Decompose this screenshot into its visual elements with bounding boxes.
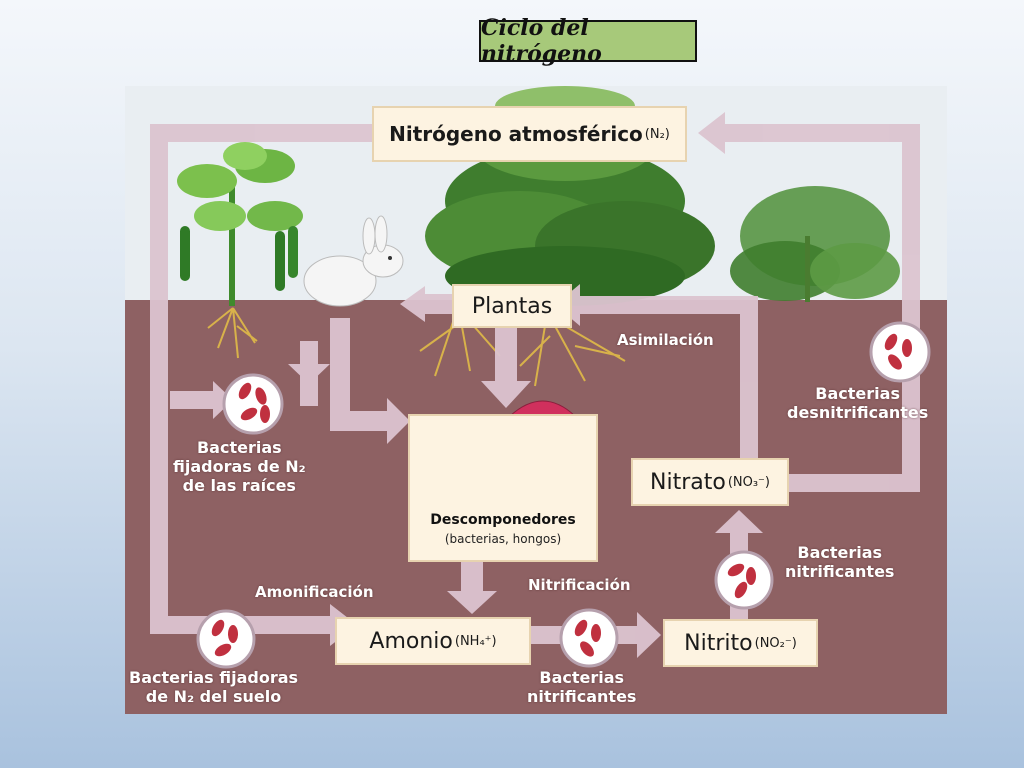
slide-title: Ciclo del nitrógeno <box>479 15 697 67</box>
nitrifying-bacteria-bottom-label: Bacterias nitrificantes <box>527 668 636 706</box>
denitrifying-line-2: desnitrificantes <box>787 403 929 423</box>
root-fixers-line-1: Bacterias <box>196 438 282 457</box>
bean-plant-icon <box>177 142 303 306</box>
soil-fixing-bacteria-label: Bacterias fijadoras de N₂ del suelo <box>129 668 298 706</box>
denitrifying-bacteria-label: Bacterias desnitrificantes <box>787 384 928 422</box>
ammonium-formula: (NH₄⁺) <box>454 633 497 649</box>
decomposers-box: Descomponedores (bacterias, hongos) <box>408 414 598 562</box>
plants-box: Plantas <box>452 284 572 328</box>
ammonification-label: Amonificación <box>255 583 374 601</box>
nitrifying-bottom-line-1: Bacterias <box>539 668 625 687</box>
nitrate-label: Nitrato <box>650 469 726 495</box>
root-fixers-line-3: de las raíces <box>182 476 296 496</box>
soil-fixers-line-1: Bacterias fijadoras <box>129 668 299 687</box>
nitrite-formula: (NO₂⁻) <box>754 635 797 651</box>
atmospheric-nitrogen-label: Nitrógeno atmosférico <box>389 122 643 146</box>
roots-icon <box>207 307 626 387</box>
root-fixers-line-2: fijadoras de N₂ <box>173 457 306 477</box>
ammonium-label: Amonio <box>369 628 453 654</box>
nitrifying-bacteria-right-label: Bacterias nitrificantes <box>785 543 894 581</box>
grass-icon <box>730 186 900 302</box>
nitrogen-cycle-diagram: Nitrógeno atmosférico (N₂) Plantas Desco… <box>125 86 947 714</box>
nitrate-box: Nitrato (NO₃⁻) <box>631 458 789 506</box>
decomposers-detail: (bacterias, hongos) <box>444 532 562 546</box>
denitrifying-line-1: Bacterias <box>815 384 900 403</box>
nitrate-formula: (NO₃⁻) <box>727 474 770 490</box>
nitrite-label: Nitrito <box>684 630 753 656</box>
atmospheric-nitrogen-formula: (N₂) <box>644 126 670 142</box>
nitrification-label: Nitrificación <box>528 576 631 594</box>
nitrifying-right-line-2: nitrificantes <box>785 562 895 582</box>
soil-fixers-line-2: de N₂ del suelo <box>145 687 282 707</box>
nitrifying-right-line-1: Bacterias <box>797 543 883 562</box>
ammonium-box: Amonio (NH₄⁺) <box>335 617 531 665</box>
rabbit-icon <box>303 215 404 307</box>
decomposers-label: Descomponedores <box>430 512 576 528</box>
plants-label: Plantas <box>471 293 553 319</box>
nitrifying-bottom-line-2: nitrificantes <box>527 687 637 707</box>
atmospheric-nitrogen-box: Nitrógeno atmosférico (N₂) <box>372 106 687 162</box>
assimilation-label: Asimilación <box>617 331 714 349</box>
nitrite-box: Nitrito (NO₂⁻) <box>663 619 818 667</box>
root-fixing-bacteria-label: Bacterias fijadoras de N₂ de las raíces <box>173 438 306 496</box>
